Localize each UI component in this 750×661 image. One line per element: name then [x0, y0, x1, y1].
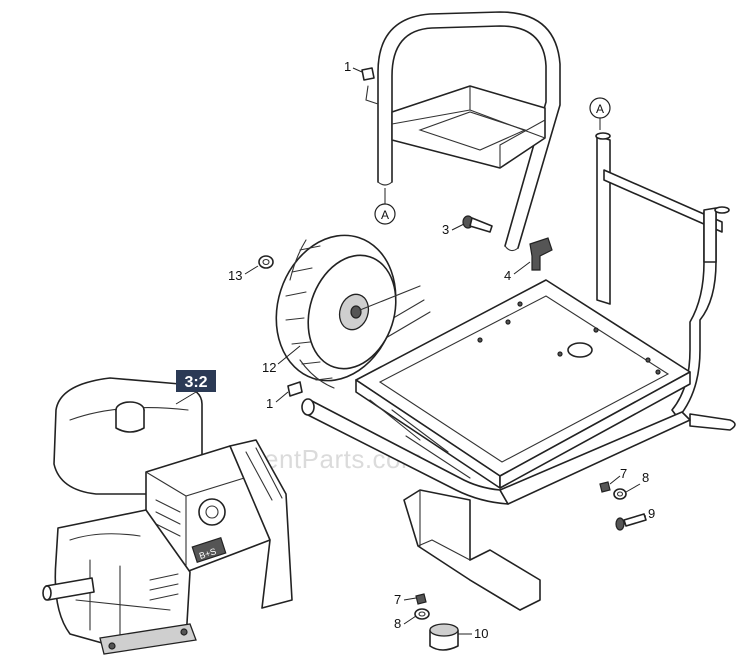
svg-text:12: 12 — [262, 360, 276, 375]
engine-base — [99, 623, 197, 655]
svg-text:4: 4 — [504, 268, 511, 283]
callout-10: 10 — [458, 626, 488, 641]
svg-text:1: 1 — [266, 396, 273, 411]
svg-text:A: A — [381, 208, 389, 222]
cylinder-shroud — [229, 439, 293, 609]
cart-frame — [301, 132, 736, 505]
axle-washer — [258, 255, 274, 269]
callout-8-upper: 8 — [625, 470, 649, 493]
svg-text:8: 8 — [642, 470, 649, 485]
callout-3: 3 — [442, 222, 465, 237]
svg-text:8: 8 — [394, 616, 401, 631]
washer-lower — [414, 608, 430, 620]
handle-assembly — [361, 11, 561, 252]
svg-text:10: 10 — [474, 626, 488, 641]
callout-1-lower: 1 — [266, 391, 289, 411]
bolt — [615, 517, 625, 531]
callout-9: 9 — [644, 506, 655, 521]
svg-text:3:2: 3:2 — [184, 374, 207, 391]
nut-lower — [415, 593, 427, 605]
fuel-tank — [53, 377, 203, 495]
engine-brand-badge — [191, 537, 227, 563]
pin — [361, 67, 375, 81]
frame-upright-left — [596, 135, 611, 305]
svg-text:A: A — [596, 102, 604, 116]
plate-hole — [567, 342, 593, 358]
svg-text:13: 13 — [228, 268, 242, 283]
svg-text:1: 1 — [344, 59, 351, 74]
knob — [529, 237, 553, 271]
frame-bottom-rail-front — [499, 411, 691, 505]
callout-13: 13 — [228, 265, 259, 283]
base-plate — [355, 279, 691, 489]
callout-7-lower: 7 — [394, 592, 417, 607]
callout-4: 4 — [504, 261, 531, 283]
callout-8-lower: 8 — [394, 615, 417, 631]
hardware — [287, 215, 647, 651]
callout-7-upper: 7 — [609, 466, 627, 485]
nut — [599, 481, 611, 493]
ref-marker-1: A — [374, 188, 396, 225]
frame-cross-tube — [603, 169, 723, 233]
svg-text:3: 3 — [442, 222, 449, 237]
ref-marker-2: A — [589, 97, 611, 130]
wheel — [258, 234, 421, 389]
section-label: 3:2 — [175, 370, 216, 405]
pin-lower — [287, 381, 303, 397]
engine: B+S — [42, 377, 293, 655]
washer — [613, 488, 627, 500]
axle-stub — [689, 413, 736, 431]
svg-text:9: 9 — [648, 506, 655, 521]
callout-12: 12 — [262, 345, 301, 375]
mount-bracket — [403, 489, 541, 611]
svg-text:7: 7 — [394, 592, 401, 607]
svg-text:7: 7 — [620, 466, 627, 481]
callout-1-upper: 1 — [344, 59, 363, 74]
